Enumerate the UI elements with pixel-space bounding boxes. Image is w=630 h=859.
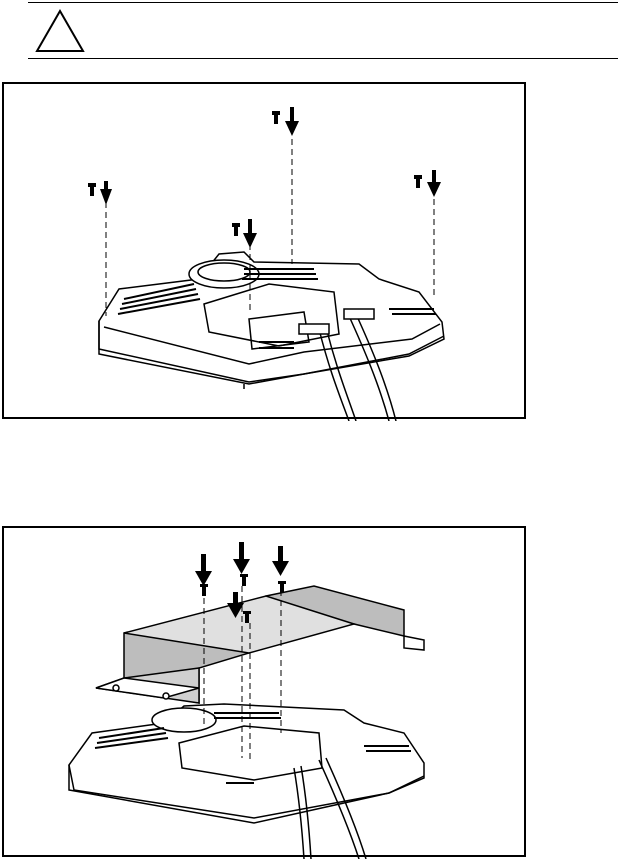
- screw-2: [272, 107, 299, 136]
- caution-top-rule: [28, 2, 618, 3]
- warning-triangle-icon: [34, 8, 86, 54]
- figure-1-illustration: [4, 84, 528, 421]
- figure-2-illustration: [4, 528, 528, 859]
- caution-bottom-rule: [28, 58, 618, 59]
- figure-1-frame: [2, 82, 526, 419]
- screw-4: [414, 170, 441, 197]
- caution-text: [100, 18, 600, 38]
- screw-3: [232, 219, 257, 248]
- screw-1: [88, 181, 112, 205]
- figure-2-frame: [2, 526, 526, 857]
